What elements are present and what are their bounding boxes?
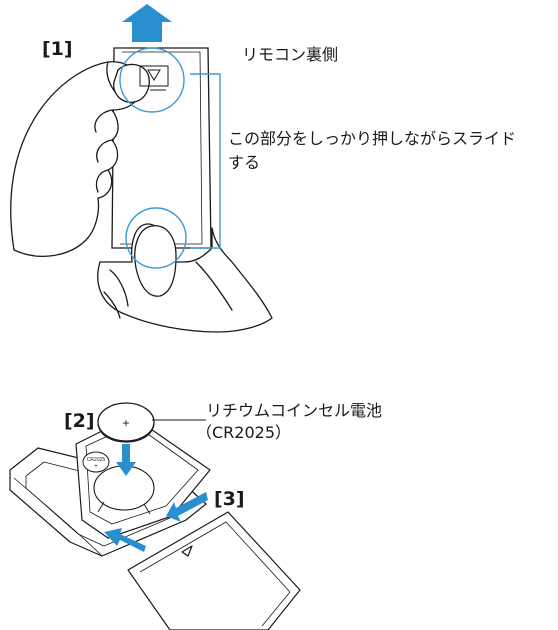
step-3-label: [3] bbox=[214, 488, 245, 510]
press-area-top-circle bbox=[119, 47, 185, 113]
seated-coin-sign: + bbox=[94, 464, 98, 470]
press-slide-label-line1: この部分をしっかり押しながらスライド bbox=[228, 129, 517, 148]
battery-label-line1: リチウムコインセル電池 bbox=[206, 401, 383, 420]
press-slide-label-line2: する bbox=[228, 153, 261, 172]
press-area-bracket bbox=[190, 73, 221, 249]
slide-cover-arrow-left bbox=[104, 528, 146, 552]
step-2-label: [2] bbox=[64, 410, 95, 432]
seated-coin-model: CR2025 bbox=[87, 457, 106, 463]
insert-battery-arrow bbox=[116, 444, 136, 476]
step-1-label: [1] bbox=[42, 38, 73, 60]
triangle-mark-icon bbox=[139, 65, 169, 91]
slide-cover-arrow-right bbox=[166, 492, 208, 522]
battery-label-line2: （CR2025） bbox=[196, 423, 292, 442]
battery-cover bbox=[127, 511, 301, 630]
coin-battery-sign: + bbox=[122, 416, 129, 430]
remote-with-battery-tray bbox=[9, 415, 211, 557]
coin-battery: + bbox=[97, 402, 155, 443]
seated-coin-battery: CR2025 + bbox=[82, 451, 110, 473]
slide-up-arrow bbox=[122, 4, 172, 42]
remote-back-label: リモコン裏側 bbox=[242, 45, 339, 64]
press-area-bottom-circle bbox=[125, 207, 187, 269]
